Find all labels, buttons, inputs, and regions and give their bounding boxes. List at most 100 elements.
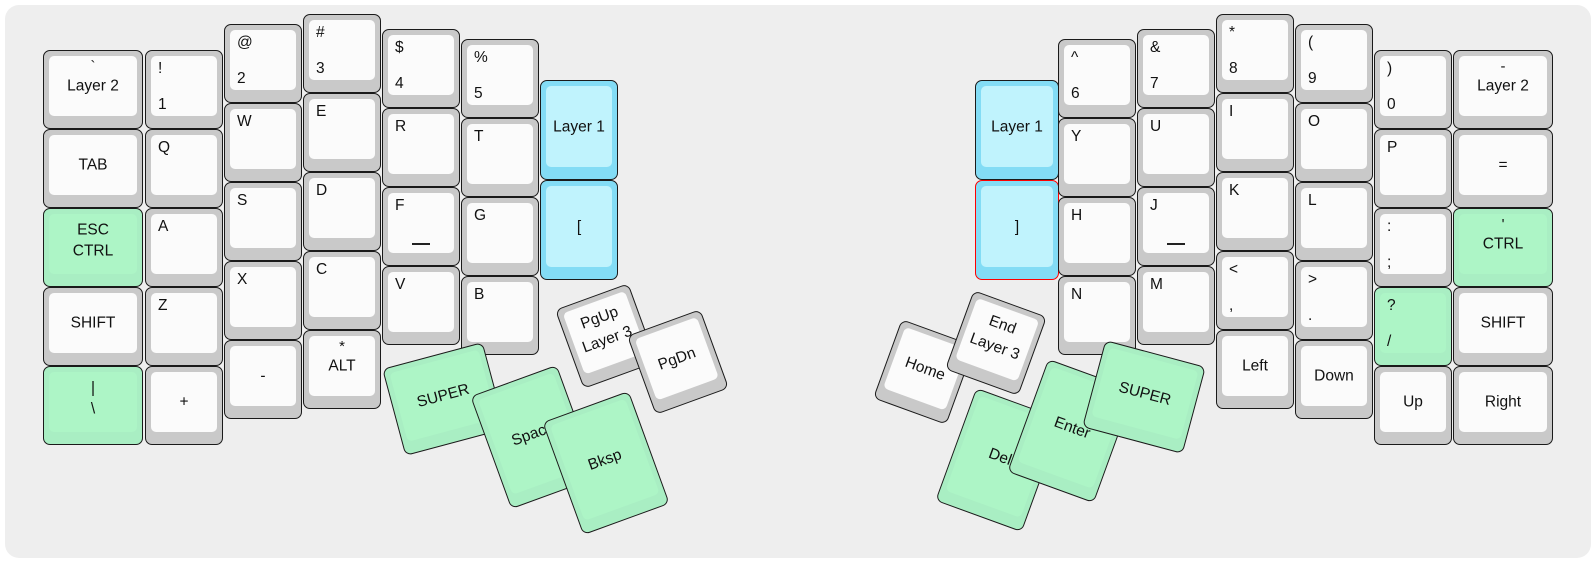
keycap-face: A bbox=[151, 214, 217, 274]
key-r-c1-r2[interactable]: ] bbox=[975, 180, 1059, 280]
key-legend: + bbox=[179, 393, 189, 411]
keycap-face: U bbox=[1143, 114, 1209, 174]
keycap-face: Z bbox=[151, 293, 217, 353]
key-r-c5-r4[interactable]: >. bbox=[1295, 261, 1373, 340]
key-r-c1-r1[interactable]: Layer 1 bbox=[975, 80, 1059, 180]
key-l-c2-r1[interactable]: !1 bbox=[145, 50, 223, 129]
key-r-c6-r5[interactable]: Up bbox=[1374, 366, 1452, 445]
keycap-face: :; bbox=[1380, 214, 1446, 274]
keycap-face: X bbox=[230, 267, 296, 327]
key-l-c4-r2[interactable]: E bbox=[303, 93, 381, 172]
key-l-c6-r3[interactable]: G bbox=[461, 197, 539, 276]
keycap-face: C bbox=[309, 257, 375, 317]
key-r-c6-r1[interactable]: )0 bbox=[1374, 50, 1452, 129]
key-r-c2-r2[interactable]: Y bbox=[1058, 118, 1136, 197]
key-l-c4-r3[interactable]: D bbox=[303, 172, 381, 251]
key-r-c3-r4[interactable]: M bbox=[1137, 266, 1215, 345]
key-legend: @ bbox=[237, 34, 253, 51]
keycap-face: - bbox=[230, 346, 296, 406]
key-l-c5-r3[interactable]: F bbox=[382, 187, 460, 266]
key-legend: \ bbox=[90, 400, 96, 418]
key-l-c1-r2[interactable]: TAB bbox=[43, 129, 143, 208]
key-l-c2-r4[interactable]: Z bbox=[145, 287, 223, 366]
key-r-c6-r2[interactable]: P bbox=[1374, 129, 1452, 208]
key-legend: P bbox=[1387, 139, 1398, 156]
key-l-c3-r1[interactable]: @2 bbox=[224, 24, 302, 103]
keycap-face: &7 bbox=[1143, 35, 1209, 95]
key-legend: 7 bbox=[1150, 75, 1159, 92]
key-legend: # bbox=[316, 24, 325, 41]
key-l-c1-r5[interactable]: |\ bbox=[43, 366, 143, 445]
keycap-face: E bbox=[309, 99, 375, 159]
keycap-face: G bbox=[467, 203, 533, 263]
key-l-c3-r5[interactable]: - bbox=[224, 340, 302, 419]
key-l-c7-r1[interactable]: Layer 1 bbox=[540, 80, 618, 180]
key-l-c2-r3[interactable]: A bbox=[145, 208, 223, 287]
keycap-face: ] bbox=[981, 186, 1053, 267]
key-r-c4-r4[interactable]: <, bbox=[1216, 251, 1294, 330]
keycap-face: (9 bbox=[1301, 30, 1367, 90]
key-l-c7-r2[interactable]: [ bbox=[540, 180, 618, 280]
key-legend: Down bbox=[1314, 367, 1354, 385]
key-l-c4-r1[interactable]: #3 bbox=[303, 14, 381, 93]
key-l-c3-r2[interactable]: W bbox=[224, 103, 302, 182]
key-r-c5-r5[interactable]: Down bbox=[1295, 340, 1373, 419]
key-r-c7-r4[interactable]: SHIFT bbox=[1453, 287, 1553, 366]
key-l-c1-r4[interactable]: SHIFT bbox=[43, 287, 143, 366]
key-r-c4-r2[interactable]: I bbox=[1216, 93, 1294, 172]
keycap-face: M bbox=[1143, 272, 1209, 332]
key-legend: . bbox=[1308, 307, 1313, 324]
key-legend: * bbox=[1229, 24, 1236, 41]
key-legend: Y bbox=[1071, 128, 1082, 145]
keycap-face: N bbox=[1064, 282, 1130, 342]
key-r-c6-r3[interactable]: :; bbox=[1374, 208, 1452, 287]
keycap-face: ?/ bbox=[1380, 293, 1446, 353]
key-r-c2-r3[interactable]: H bbox=[1058, 197, 1136, 276]
keycap-face: Right bbox=[1459, 372, 1547, 432]
key-l-c4-r4[interactable]: C bbox=[303, 251, 381, 330]
key-r-c5-r3[interactable]: L bbox=[1295, 182, 1373, 261]
key-legend: N bbox=[1071, 286, 1083, 303]
keycap-face: H bbox=[1064, 203, 1130, 263]
key-r-c7-r5[interactable]: Right bbox=[1453, 366, 1553, 445]
key-l-c2-r2[interactable]: Q bbox=[145, 129, 223, 208]
key-r-c7-r1[interactable]: -Layer 2 bbox=[1453, 50, 1553, 129]
key-r-c4-r5[interactable]: Left bbox=[1216, 330, 1294, 409]
key-legend: X bbox=[237, 271, 248, 288]
key-l-c6-r2[interactable]: T bbox=[461, 118, 539, 197]
key-l-c2-r5[interactable]: + bbox=[145, 366, 223, 445]
key-r-c4-r1[interactable]: *8 bbox=[1216, 14, 1294, 93]
key-l-c6-r1[interactable]: %5 bbox=[461, 39, 539, 118]
key-r-c3-r2[interactable]: U bbox=[1137, 108, 1215, 187]
key-legend: Z bbox=[158, 297, 168, 314]
key-r-c5-r1[interactable]: (9 bbox=[1295, 24, 1373, 103]
key-r-c3-r3[interactable]: J bbox=[1137, 187, 1215, 266]
key-legend: S bbox=[237, 192, 248, 209]
keycap-face: *ALT bbox=[309, 336, 375, 396]
key-legend: ? bbox=[1387, 297, 1396, 314]
key-r-c6-r4[interactable]: ?/ bbox=[1374, 287, 1452, 366]
key-r-c5-r2[interactable]: O bbox=[1295, 103, 1373, 182]
key-legend: D bbox=[316, 182, 328, 199]
key-l-c3-r4[interactable]: X bbox=[224, 261, 302, 340]
key-r-c2-r4[interactable]: N bbox=[1058, 276, 1136, 355]
key-r-c3-r1[interactable]: &7 bbox=[1137, 29, 1215, 108]
key-l-c3-r3[interactable]: S bbox=[224, 182, 302, 261]
key-legend: ( bbox=[1308, 34, 1314, 51]
key-r-c4-r3[interactable]: K bbox=[1216, 172, 1294, 251]
key-r-c2-r1[interactable]: ^6 bbox=[1058, 39, 1136, 118]
key-l-c5-r4[interactable]: V bbox=[382, 266, 460, 345]
key-r-c7-r2[interactable]: = bbox=[1453, 129, 1553, 208]
key-l-c5-r1[interactable]: $4 bbox=[382, 29, 460, 108]
key-legend: SHIFT bbox=[70, 314, 116, 332]
key-r-c7-r3[interactable]: 'CTRL bbox=[1453, 208, 1553, 287]
keycap-face: `Layer 2 bbox=[49, 56, 137, 116]
key-l-c4-r5[interactable]: *ALT bbox=[303, 330, 381, 409]
key-l-c1-r1[interactable]: `Layer 2 bbox=[43, 50, 143, 129]
key-l-c6-r4[interactable]: B bbox=[461, 276, 539, 355]
keycap-face: PgDn bbox=[634, 316, 719, 401]
key-l-c5-r2[interactable]: R bbox=[382, 108, 460, 187]
